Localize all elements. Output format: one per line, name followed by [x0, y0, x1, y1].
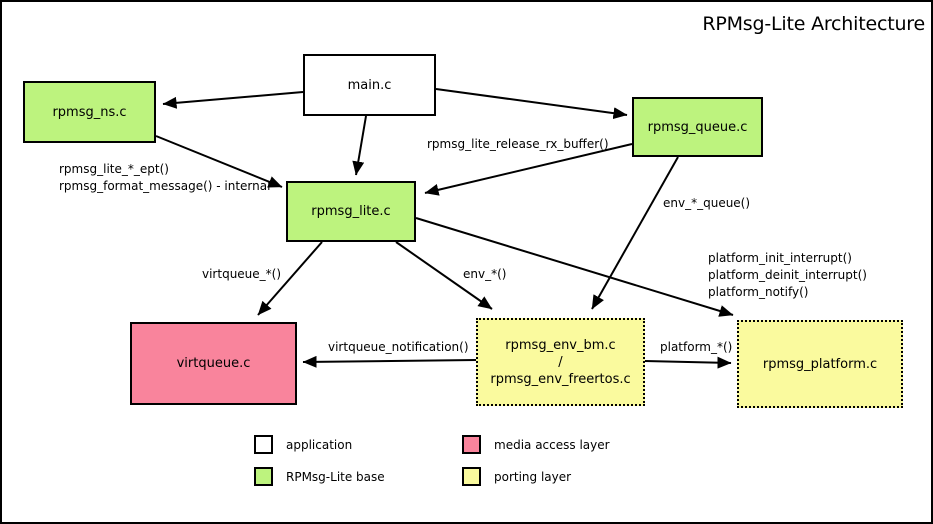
edge-label-virtqueue-notification: virtqueue_notification()	[328, 340, 469, 354]
edge-label-release-rx-buffer: rpmsg_lite_release_rx_buffer()	[427, 137, 609, 151]
node-virtqueue-c: virtqueue.c	[130, 322, 297, 405]
edge-label-platform-notify: platform_notify()	[708, 285, 809, 299]
node-rpmsg-env-line2: /	[558, 354, 563, 370]
edge-label-platform-deinit-interrupt: platform_deinit_interrupt()	[708, 268, 867, 282]
legend-label-application: application	[286, 437, 353, 452]
edge-label-ept: rpmsg_lite_*_ept() rpmsg_format_message(…	[59, 161, 270, 195]
legend-label-media-access-layer: media access layer	[494, 437, 610, 452]
edge-label-platform-functions: platform_init_interrupt() platform_deini…	[708, 250, 867, 301]
node-rpmsg-ns-c: rpmsg_ns.c	[23, 81, 156, 143]
edge-main-to-rpmsg-ns	[162, 91, 304, 109]
edge-label-ept-line2: rpmsg_format_message() - internal	[59, 179, 271, 193]
node-main-c: main.c	[303, 54, 436, 116]
node-rpmsg-env: rpmsg_env_bm.c / rpmsg_env_freertos.c	[476, 318, 645, 406]
legend-label-rpmsg-lite-base: RPMsg-Lite base	[286, 469, 385, 484]
edge-label-env-queue: env_*_queue()	[663, 196, 751, 210]
edge-label-ept-line1: rpmsg_lite_*_ept()	[59, 162, 169, 176]
node-rpmsg-lite-c: rpmsg_lite.c	[286, 181, 416, 242]
node-rpmsg-queue-c-label: rpmsg_queue.c	[647, 119, 748, 135]
legend-swatch-media-access-layer	[462, 435, 481, 454]
node-rpmsg-platform-c: rpmsg_platform.c	[737, 320, 903, 408]
edge-main-to-rpmsg-lite	[352, 115, 367, 176]
edge-rpmsg-queue-to-rpmsg-env	[591, 156, 679, 310]
edge-label-platform-init-interrupt: platform_init_interrupt()	[708, 251, 852, 265]
edge-rpmsg-env-to-rpmsg-platform	[644, 356, 732, 369]
node-rpmsg-ns-c-label: rpmsg_ns.c	[52, 104, 127, 120]
node-virtqueue-c-label: virtqueue.c	[176, 356, 251, 371]
node-main-c-label: main.c	[347, 77, 392, 93]
edge-main-to-rpmsg-queue	[435, 88, 628, 120]
node-rpmsg-lite-c-label: rpmsg_lite.c	[311, 204, 391, 219]
legend-item-porting-layer: porting layer	[462, 467, 571, 486]
edge-label-env-star: env_*()	[463, 267, 507, 281]
diagram-title: RPMsg-Lite Architecture	[702, 13, 925, 35]
legend-swatch-porting-layer	[462, 467, 481, 486]
legend-label-porting-layer: porting layer	[494, 469, 572, 484]
edge-label-virtqueue-star: virtqueue_*()	[202, 267, 282, 281]
legend-swatch-rpmsg-lite-base	[254, 467, 273, 486]
legend-item-rpmsg-lite-base: RPMsg-Lite base	[254, 467, 385, 486]
node-rpmsg-queue-c: rpmsg_queue.c	[632, 97, 763, 157]
legend-swatch-application	[254, 435, 273, 454]
node-rpmsg-env-line1: rpmsg_env_bm.c	[505, 337, 616, 353]
node-rpmsg-env-label: rpmsg_env_bm.c / rpmsg_env_freertos.c	[490, 337, 630, 388]
legend-item-application: application	[254, 435, 352, 454]
edge-label-platform-star: platform_*()	[660, 340, 733, 354]
node-rpmsg-platform-c-label: rpmsg_platform.c	[762, 356, 878, 372]
edge-rpmsg-env-to-virtqueue	[302, 355, 477, 368]
legend-item-media-access-layer: media access layer	[462, 435, 610, 454]
node-rpmsg-env-line3: rpmsg_env_freertos.c	[490, 371, 631, 387]
